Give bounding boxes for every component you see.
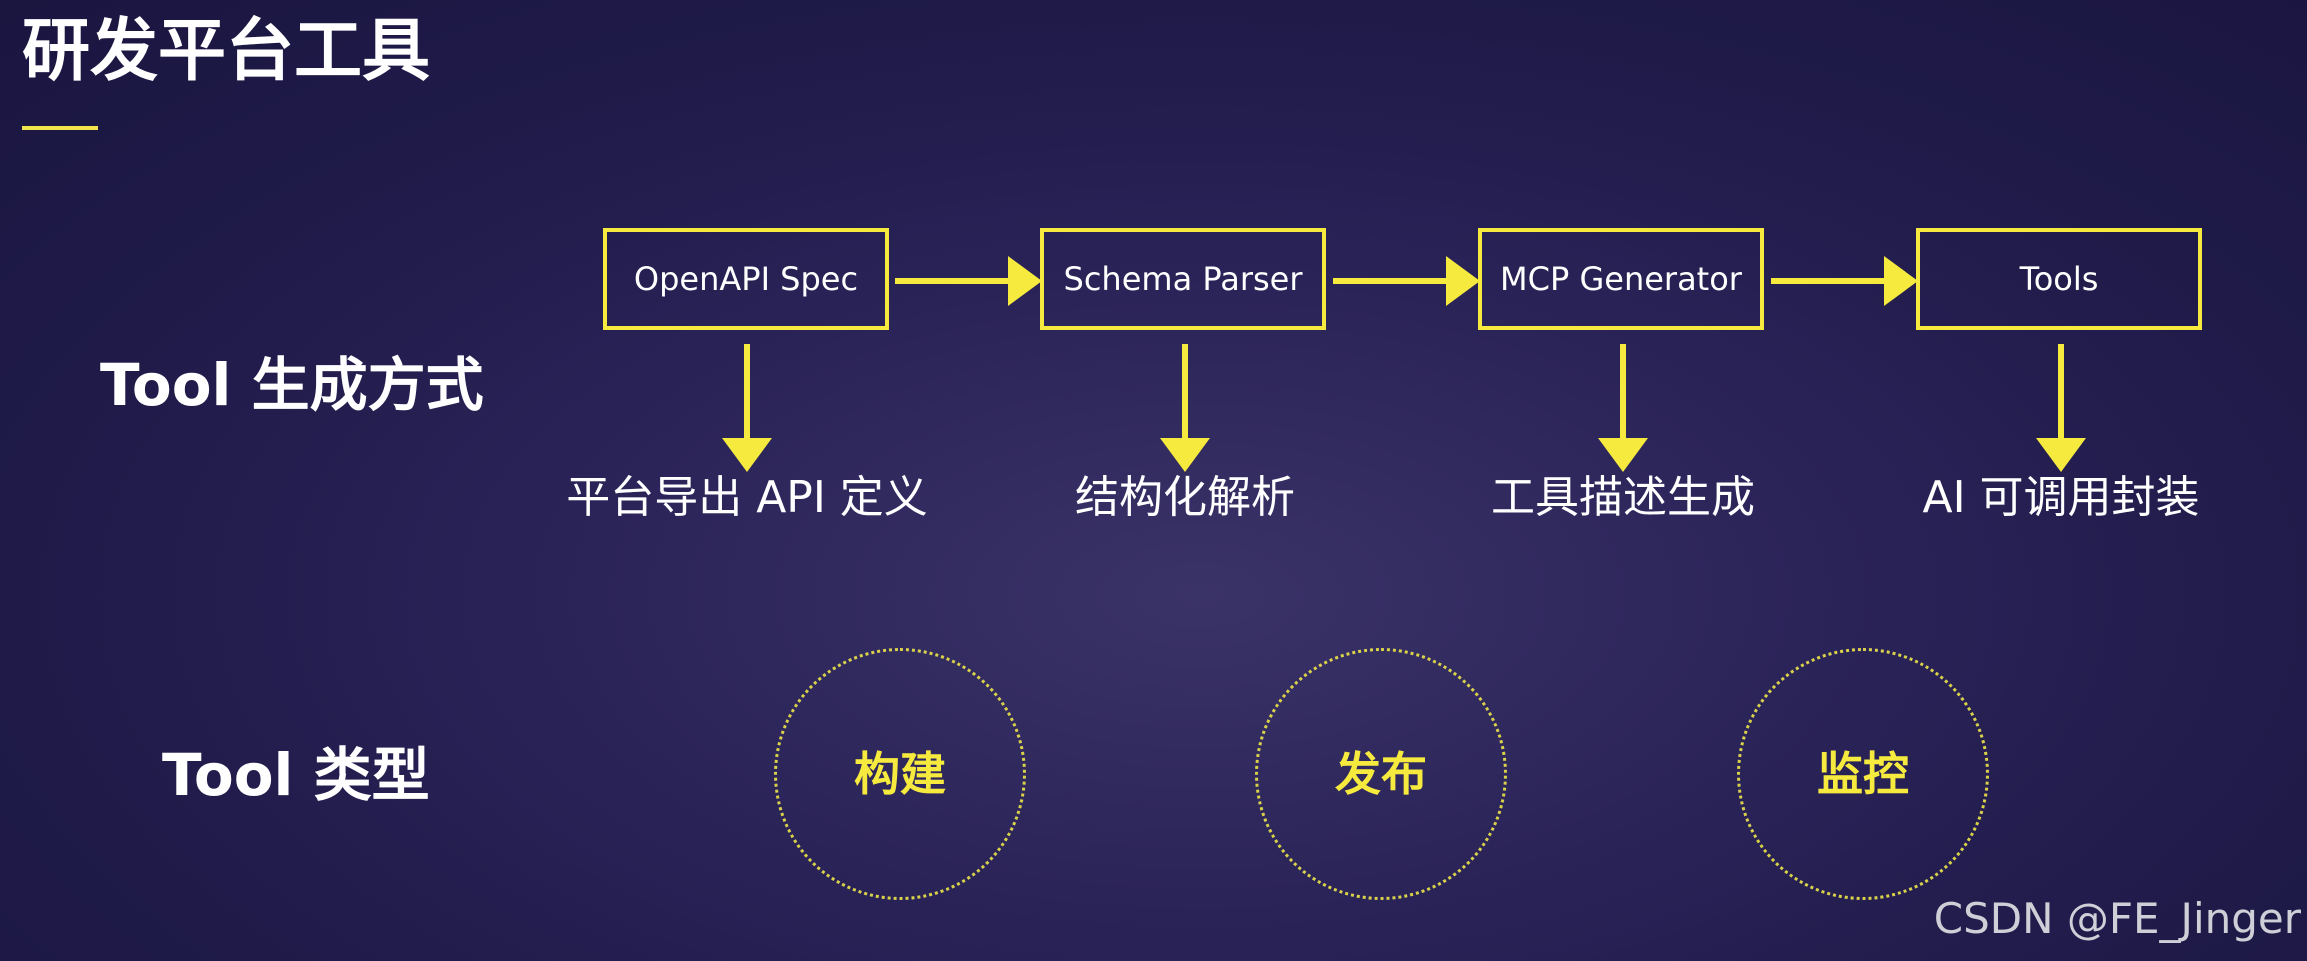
arrow-down-1 xyxy=(722,344,772,472)
type-label: 构建 xyxy=(854,747,946,801)
step-box-label: OpenAPI Spec xyxy=(633,260,859,298)
step-desc-mcp-generator: 工具描述生成 xyxy=(1491,472,1755,523)
arrow-right-3 xyxy=(1771,256,1918,306)
step-box-mcp-generator: MCP Generator xyxy=(1478,228,1764,330)
arrow-down-2 xyxy=(1160,344,1210,472)
step-box-tools: Tools xyxy=(1916,228,2202,330)
step-box-schema-parser: Schema Parser xyxy=(1040,228,1326,330)
step-box-label: Tools xyxy=(2019,260,2099,298)
type-circle-monitor: 监控 xyxy=(1737,648,1989,900)
step-box-openapi-spec: OpenAPI Spec xyxy=(603,228,889,330)
arrow-right-1 xyxy=(895,256,1042,306)
type-circle-release: 发布 xyxy=(1255,648,1507,900)
arrow-down-3 xyxy=(1598,344,1648,472)
type-label: 发布 xyxy=(1335,747,1427,801)
types-row-label: Tool 类型 xyxy=(162,741,430,809)
step-box-label: MCP Generator xyxy=(1500,260,1742,298)
type-circle-build: 构建 xyxy=(774,648,1026,900)
step-desc-schema-parser: 结构化解析 xyxy=(1075,472,1295,523)
generation-row-label: Tool 生成方式 xyxy=(100,351,484,419)
watermark: CSDN @FE_Jinger xyxy=(1933,894,2301,943)
type-label: 监控 xyxy=(1817,747,1909,801)
arrow-right-2 xyxy=(1333,256,1480,306)
arrow-down-4 xyxy=(2036,344,2086,472)
step-desc-openapi-spec: 平台导出 API 定义 xyxy=(566,472,928,523)
page-title: 研发平台工具 xyxy=(22,12,431,91)
step-desc-tools: AI 可调用封装 xyxy=(1922,472,2200,523)
step-box-label: Schema Parser xyxy=(1063,260,1303,298)
title-underline xyxy=(22,126,98,130)
